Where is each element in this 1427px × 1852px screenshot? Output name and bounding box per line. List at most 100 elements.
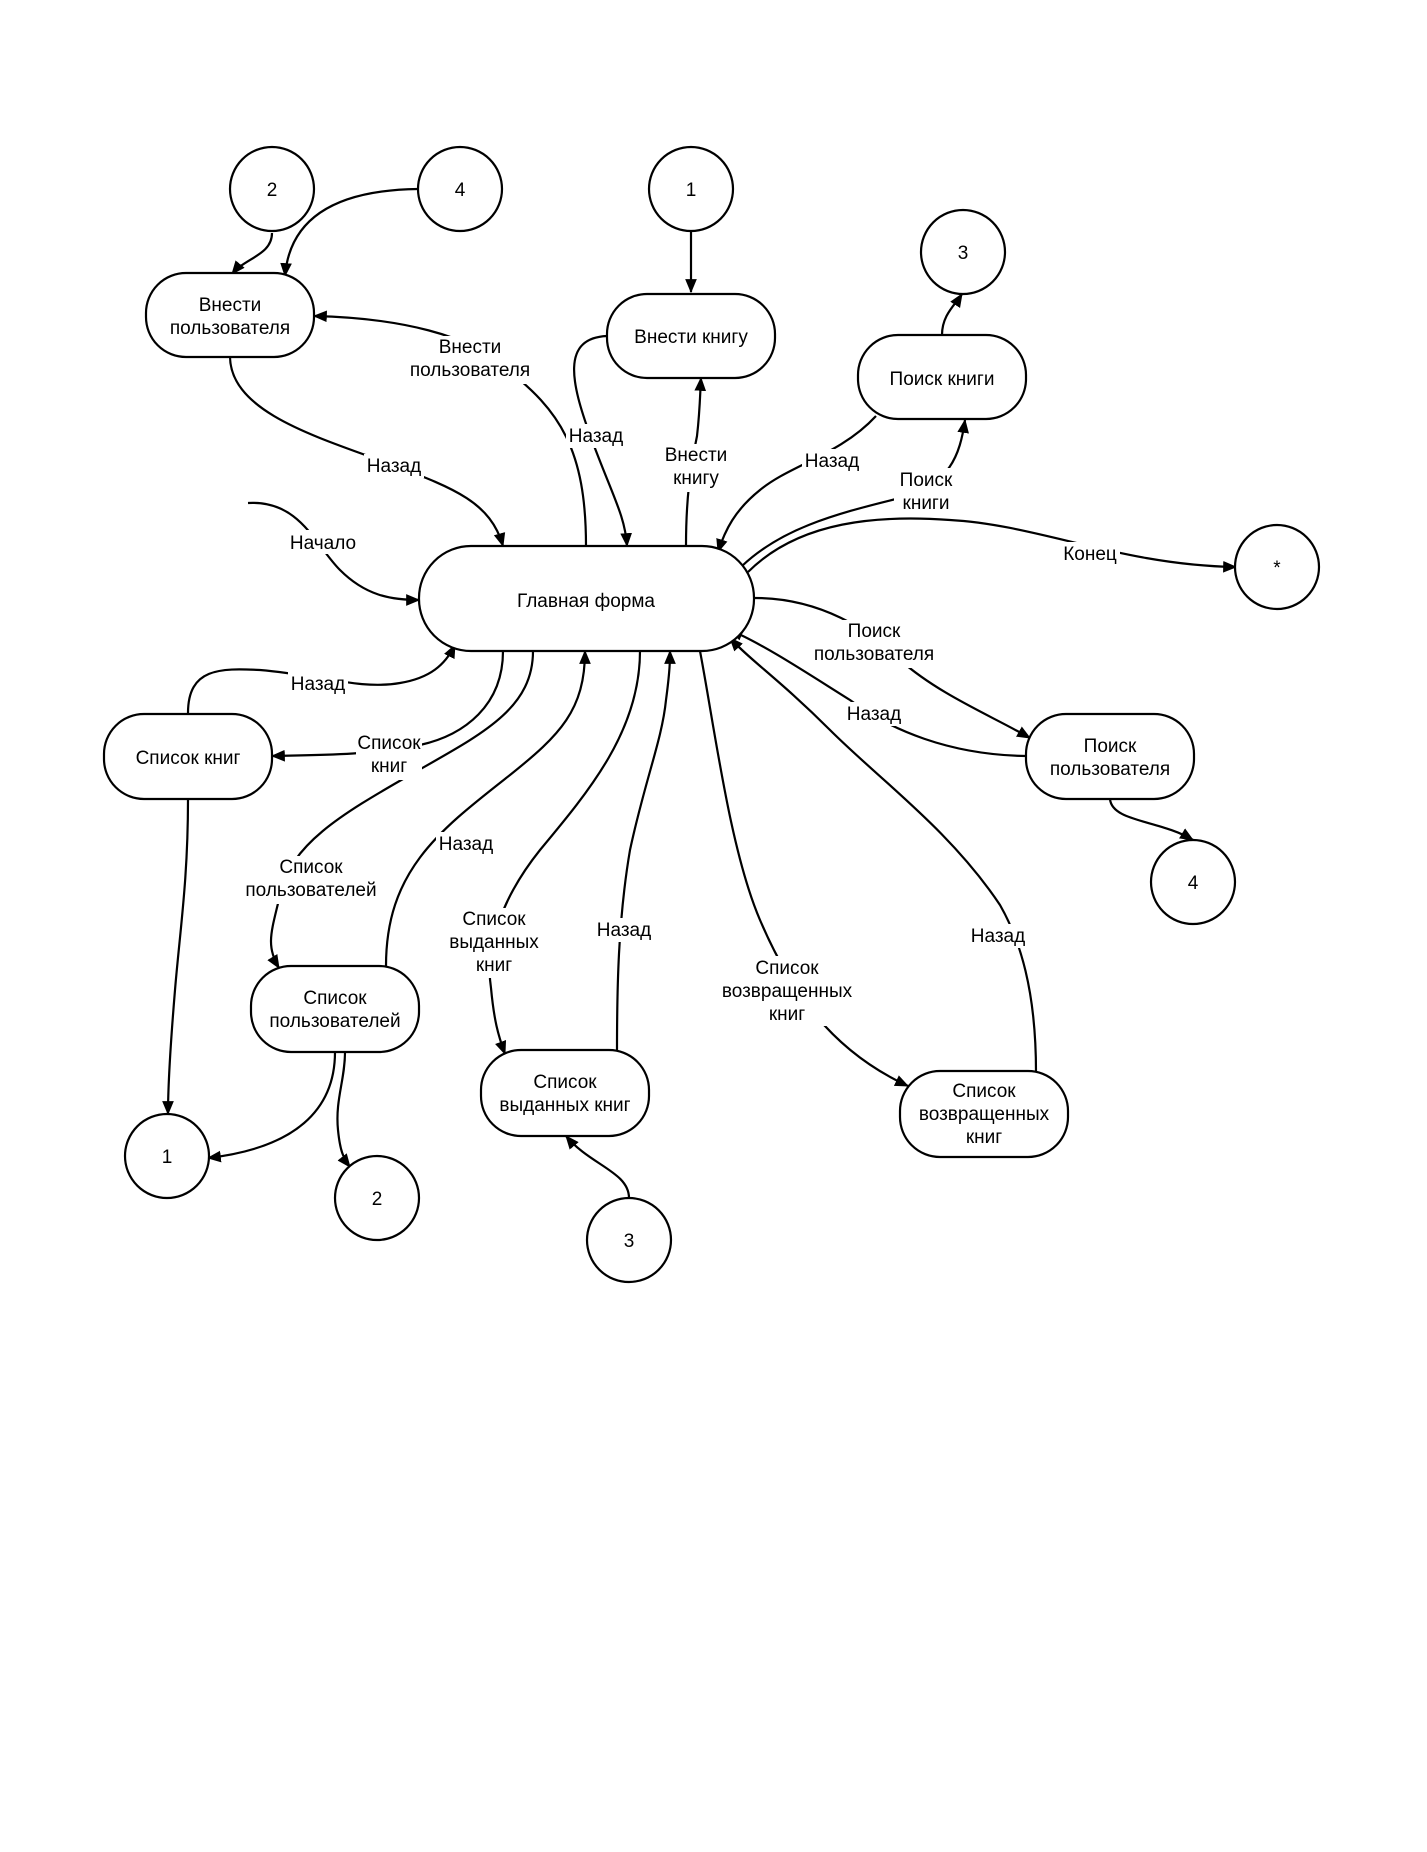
label-back-issued: Назад bbox=[594, 918, 654, 942]
svg-text:Список: Список bbox=[755, 958, 819, 979]
svg-text:Начало: Начало bbox=[290, 533, 356, 554]
svg-text:Список: Список bbox=[357, 733, 421, 754]
label-to-book-list: Список книг bbox=[356, 732, 422, 780]
node-main-form-label: Главная форма bbox=[517, 591, 655, 612]
node-issued-list-label-2: выданных книг bbox=[499, 1095, 630, 1116]
svg-text:Назад: Назад bbox=[291, 674, 345, 695]
edge-to-search-book bbox=[741, 418, 969, 567]
node-search-user-label-2: пользователя bbox=[1050, 759, 1170, 780]
svg-text:Поиск: Поиск bbox=[900, 470, 953, 491]
edge-back-user-list bbox=[384, 649, 591, 967]
connector-top-3[interactable]: 3 bbox=[919, 208, 1007, 296]
edge-labels: Начало Внести пользователя Назад Назад В… bbox=[244, 336, 1120, 1026]
svg-text:выданных: выданных bbox=[449, 932, 539, 953]
svg-text:Назад: Назад bbox=[569, 426, 623, 447]
node-search-book[interactable]: Поиск книги bbox=[856, 333, 1028, 421]
connector-bottom-1[interactable]: 1 bbox=[123, 1112, 211, 1200]
label-back-add-user: Назад bbox=[364, 454, 424, 478]
label-to-returned: Список возвращенных книг bbox=[720, 956, 854, 1026]
node-returned-list-label-3: книг bbox=[966, 1127, 1002, 1148]
edge-user-list-c1 bbox=[206, 1051, 337, 1163]
connector-top-1[interactable]: 1 bbox=[647, 145, 735, 233]
node-user-list-label-1: Список bbox=[303, 988, 367, 1009]
svg-text:Поиск: Поиск bbox=[848, 621, 901, 642]
edge-back-returned bbox=[729, 637, 1038, 1073]
svg-text:Назад: Назад bbox=[847, 704, 901, 725]
svg-text:возвращенных: возвращенных bbox=[722, 981, 853, 1002]
label-to-user-list: Список пользователей bbox=[244, 856, 378, 904]
connector-top-2-label: 2 bbox=[267, 180, 278, 201]
node-issued-list[interactable]: Список выданных книг bbox=[479, 1048, 651, 1138]
edge-to-add-book bbox=[684, 376, 707, 547]
connector-top-4-label: 4 bbox=[455, 180, 466, 201]
node-end-label: * bbox=[1273, 558, 1281, 579]
node-user-list[interactable]: Список пользователей bbox=[249, 964, 421, 1054]
connector-top-1-label: 1 bbox=[686, 180, 697, 201]
label-to-search-user: Поиск пользователя bbox=[812, 620, 936, 668]
label-back-user-list: Назад bbox=[436, 832, 496, 856]
node-add-book[interactable]: Внести книгу bbox=[605, 292, 777, 380]
node-search-user[interactable]: Поиск пользователя bbox=[1024, 712, 1196, 801]
connector-top-3-label: 3 bbox=[958, 243, 969, 264]
edge-to-user-list bbox=[267, 650, 535, 969]
node-search-book-label: Поиск книги bbox=[890, 369, 995, 390]
edge-back-issued bbox=[615, 649, 676, 1051]
svg-text:пользователей: пользователей bbox=[245, 880, 376, 901]
edge-c4-add-user bbox=[280, 187, 419, 278]
edge-search-book-c3 bbox=[940, 293, 963, 336]
label-to-add-user: Внести пользователя bbox=[408, 336, 532, 384]
svg-text:Назад: Назад bbox=[971, 926, 1025, 947]
node-book-list-label: Список книг bbox=[136, 748, 241, 769]
node-add-user-label-2: пользователя bbox=[170, 318, 290, 339]
label-back-search-user: Назад bbox=[844, 702, 904, 726]
svg-text:Список: Список bbox=[462, 909, 526, 930]
connector-bottom-3[interactable]: 3 bbox=[585, 1196, 673, 1284]
label-back-search-book: Назад bbox=[802, 449, 862, 473]
edge-to-returned bbox=[698, 650, 910, 1087]
label-back-add-book: Назад bbox=[566, 424, 626, 448]
node-issued-list-label-1: Список bbox=[533, 1072, 597, 1093]
node-end[interactable]: * bbox=[1233, 523, 1321, 611]
edge-end bbox=[747, 517, 1238, 573]
edge-back-search-user bbox=[728, 628, 1027, 758]
svg-text:книг: книг bbox=[371, 756, 407, 777]
edge-c3-issued bbox=[565, 1135, 631, 1199]
edge-back-add-user bbox=[228, 355, 506, 548]
svg-text:Назад: Назад bbox=[805, 451, 859, 472]
svg-text:пользователя: пользователя bbox=[410, 360, 530, 381]
node-returned-list[interactable]: Список возвращенных книг bbox=[898, 1069, 1070, 1159]
svg-text:книг: книг bbox=[769, 1004, 805, 1025]
svg-text:Назад: Назад bbox=[367, 456, 421, 477]
connector-bottom-2[interactable]: 2 bbox=[333, 1154, 421, 1242]
svg-text:Конец: Конец bbox=[1063, 544, 1117, 565]
svg-text:Назад: Назад bbox=[597, 920, 651, 941]
label-back-book-list: Назад bbox=[288, 672, 348, 696]
node-search-user-label-1: Поиск bbox=[1084, 736, 1137, 757]
node-returned-list-label-1: Список bbox=[952, 1081, 1016, 1102]
node-main-form[interactable]: Главная форма bbox=[417, 544, 756, 653]
connector-top-4[interactable]: 4 bbox=[416, 145, 504, 233]
label-to-add-book: Внести книгу bbox=[660, 444, 732, 492]
node-add-user[interactable]: Внести пользователя bbox=[144, 271, 316, 359]
node-add-book-label: Внести книгу bbox=[634, 327, 748, 348]
label-start: Начало bbox=[288, 530, 358, 554]
edge-start bbox=[247, 501, 421, 606]
svg-text:Внести: Внести bbox=[439, 337, 502, 358]
edge-book-list-c1 bbox=[162, 798, 190, 1116]
svg-text:Назад: Назад bbox=[439, 834, 493, 855]
node-book-list[interactable]: Список книг bbox=[102, 712, 274, 801]
edge-to-issued bbox=[488, 650, 642, 1056]
svg-text:Внести: Внести bbox=[665, 445, 728, 466]
connector-right-4-label: 4 bbox=[1188, 873, 1199, 894]
connector-top-2[interactable]: 2 bbox=[228, 145, 316, 233]
connector-right-4[interactable]: 4 bbox=[1149, 838, 1237, 926]
svg-text:пользователя: пользователя bbox=[814, 644, 934, 665]
connector-bottom-2-label: 2 bbox=[372, 1189, 383, 1210]
svg-text:Список: Список bbox=[279, 857, 343, 878]
label-to-issued: Список выданных книг bbox=[448, 908, 542, 978]
svg-text:книг: книг bbox=[476, 955, 512, 976]
connector-bottom-3-label: 3 bbox=[624, 1231, 635, 1252]
node-returned-list-label-2: возвращенных bbox=[919, 1104, 1050, 1125]
node-user-list-label-2: пользователей bbox=[269, 1011, 400, 1032]
